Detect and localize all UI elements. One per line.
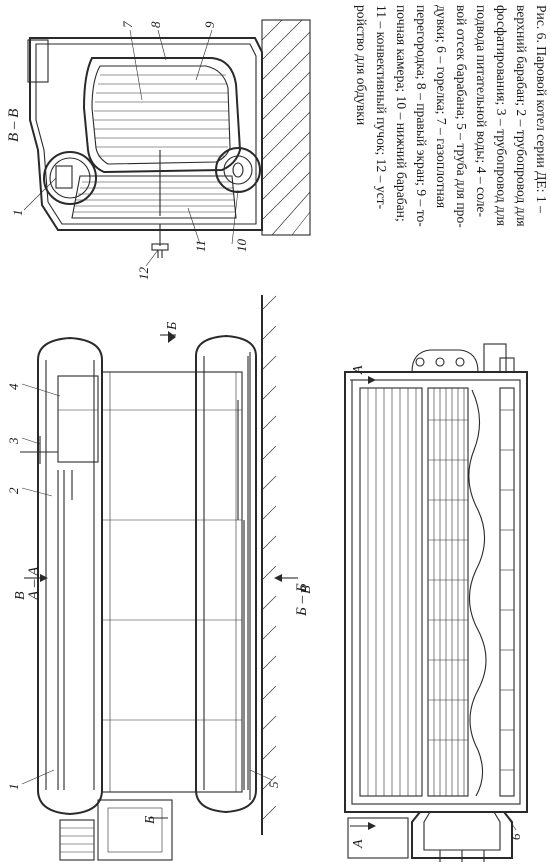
caption-line-3: фосфатирования; 3 – трубопровод для xyxy=(494,5,509,226)
section-mark-a-top: А xyxy=(351,365,366,375)
caption-line-1: Рис. 6. Паровой котел серии ДЕ: 1 – xyxy=(534,5,549,213)
section-aa-view: А – А Б – Б В В Б Б 1 2 3 4 5 xyxy=(6,295,314,861)
section-bb-view: А А 6 xyxy=(344,343,528,862)
section-label-vv: В – В xyxy=(6,109,22,142)
caption-line-8: почная камера; 10 – нижний барабан; xyxy=(394,5,409,222)
label-12: 12 xyxy=(136,267,151,281)
label-9: 9 xyxy=(202,21,217,28)
section-label-bb: Б – Б xyxy=(294,583,310,617)
figure-caption: Рис. 6. Паровой котел серии ДЕ: 1 – верх… xyxy=(354,5,549,228)
section-label-aa: А – А xyxy=(26,566,42,601)
label-6: 6 xyxy=(508,833,523,840)
section-mark-b-bottom: Б xyxy=(143,816,158,825)
label-3: 3 xyxy=(6,437,21,445)
section-vv-view: В – В 1 7 8 9 10 11 12 xyxy=(6,19,311,281)
caption-line-4: подвода питательной воды; 4 – соле- xyxy=(474,5,489,218)
section-mark-b-top: Б xyxy=(165,322,180,331)
label-5: 5 xyxy=(266,781,281,788)
label-1-top: 1 xyxy=(10,210,25,217)
label-4: 4 xyxy=(6,383,21,390)
section-mark-v-left: В xyxy=(13,591,28,600)
caption-line-2: верхний барабан; 2 – трубопровод для xyxy=(514,5,529,227)
label-7: 7 xyxy=(120,21,135,28)
label-1-middle: 1 xyxy=(6,784,21,791)
label-8: 8 xyxy=(148,21,163,28)
label-11: 11 xyxy=(193,240,208,252)
caption-line-6: дувки; 6 – горелка; 7 – газоплотная xyxy=(434,5,449,208)
caption-line-5: вой отсек барабана; 5 – труба для про- xyxy=(454,5,469,228)
caption-line-10: ройство для обдувки xyxy=(354,5,369,125)
label-2: 2 xyxy=(6,487,21,494)
section-mark-a-bottom: А xyxy=(351,839,366,849)
caption-line-7: перегородка; 8 – правый экран; 9 – то- xyxy=(414,5,429,227)
caption-line-9: 11 – конвективный пучок; 12 – уст- xyxy=(374,5,389,210)
section-mark-v-right: В xyxy=(299,585,314,594)
label-10: 10 xyxy=(234,239,249,253)
